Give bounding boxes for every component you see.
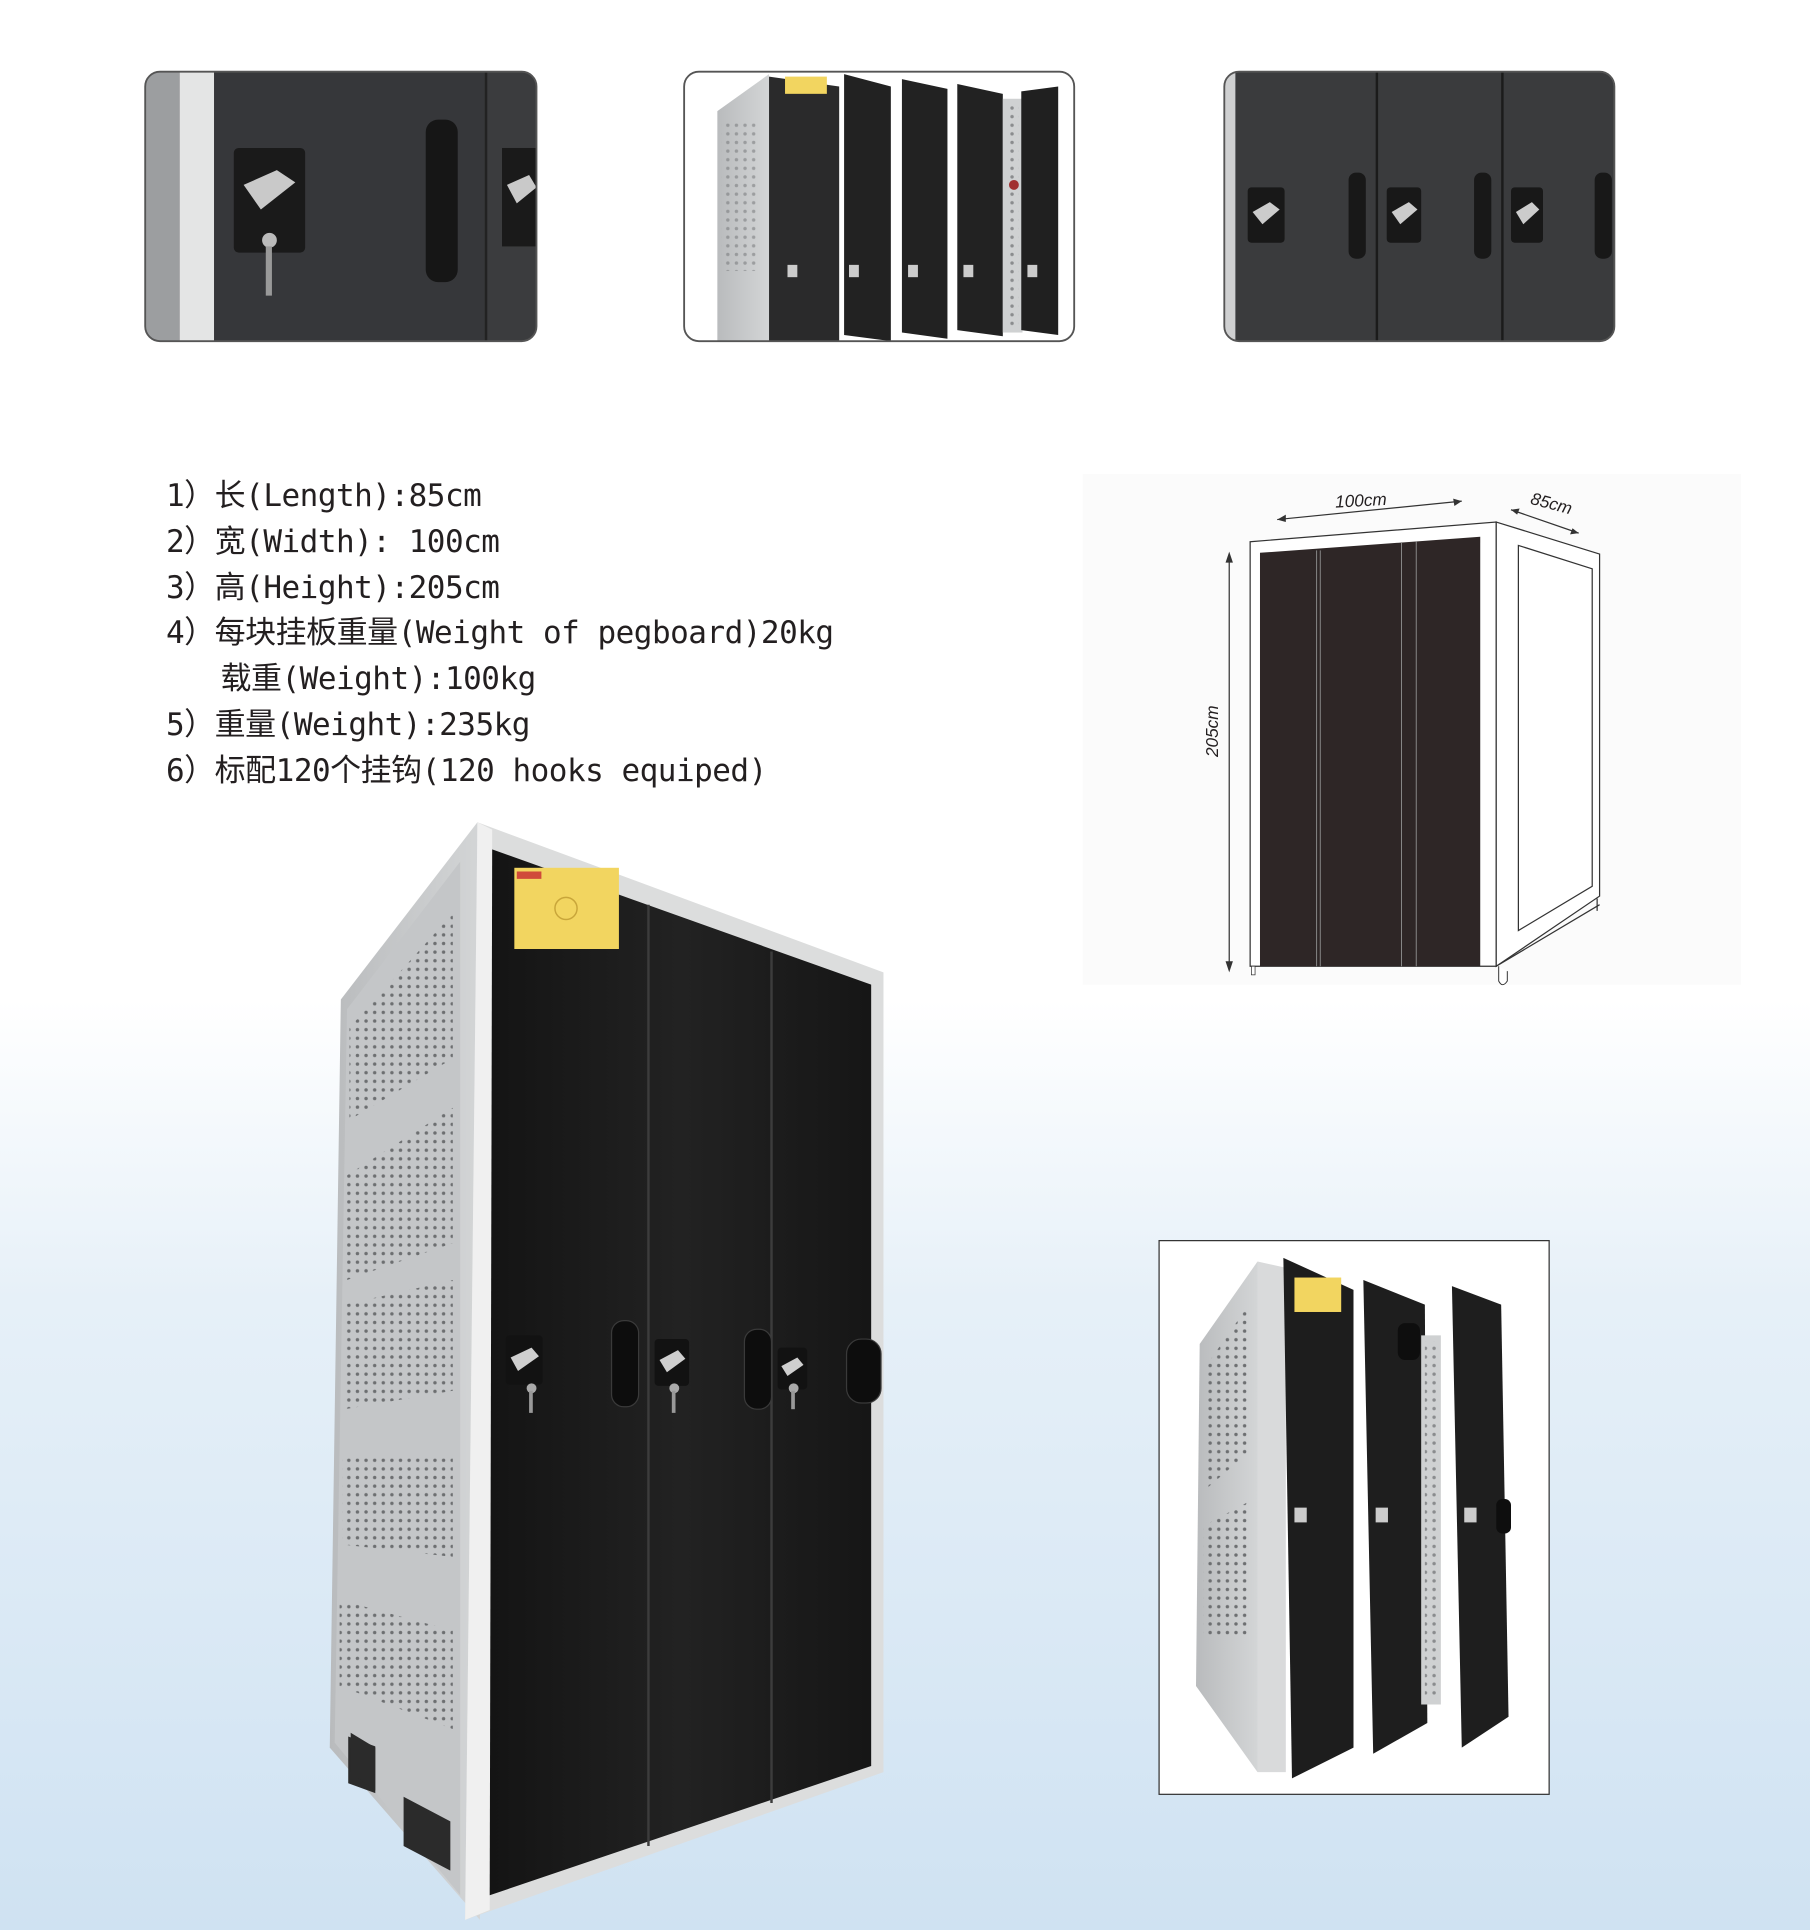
warning-label (514, 867, 619, 950)
spec-load-weight: 载重(Weight):100kg (166, 661, 536, 698)
spec-hooks: 6）标配120个挂钩(120 hooks equiped) (166, 752, 767, 789)
door-lock-icon (505, 1335, 808, 1413)
spec-height: 3）高(Height):205cm (166, 569, 500, 606)
spec-pegboard-weight: 4）每块挂板重量(Weight of pegboard)20kg (166, 615, 834, 652)
diagram-height-label: 205cm (1202, 705, 1222, 758)
spec-weight: 5）重量(Weight):235kg (166, 706, 530, 743)
dimension-diagram: 100cm 85cm 205cm (1082, 474, 1742, 986)
thumbnail-open-panels (684, 71, 1075, 342)
door-handle-icon (610, 1319, 882, 1410)
spec-width: 2）宽(Width): 100cm (166, 523, 500, 560)
specifications-list: 1）长(Length):85cm 2）宽(Width): 100cm 3）高(H… (166, 474, 834, 795)
spec-length: 1）长(Length):85cm (166, 478, 482, 514)
diagram-width-label: 100cm (1335, 489, 1388, 512)
thumbnail-lock-closeup (145, 71, 537, 342)
open-cabinet-photo (1158, 1240, 1550, 1795)
main-cabinet-photo (329, 822, 884, 1920)
thumbnail-doors-front (1224, 71, 1615, 342)
